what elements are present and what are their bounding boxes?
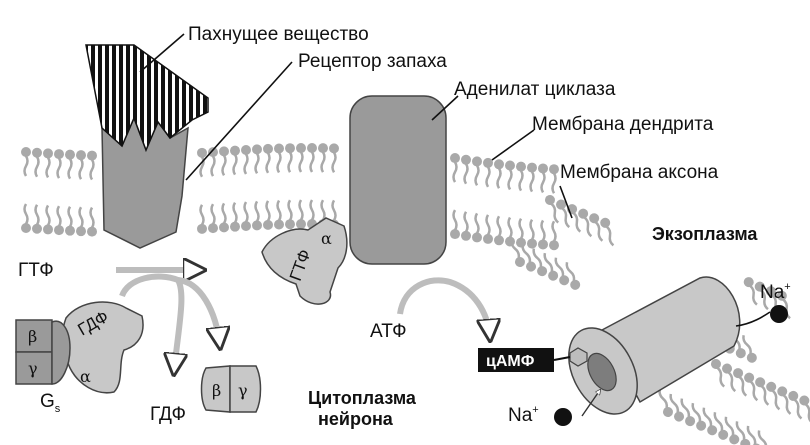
gtp-label: ГТФ (18, 260, 54, 281)
beta-gamma-dimer: β γ (200, 365, 262, 413)
dendrite-membrane-label: Мембрана дендрита (532, 114, 714, 135)
gtp-exchange-arrows (116, 270, 220, 372)
beta-free-label: β (212, 381, 221, 400)
gs-protein: β γ α ГДФ Gs (15, 301, 144, 415)
axon-membrane (510, 195, 810, 445)
atp-to-camp-arrow (397, 277, 490, 338)
adenylate-cyclase (349, 95, 447, 265)
cytoplasm-label-line1: Цитоплазма (308, 388, 417, 408)
gamma-subunit-label: γ (28, 359, 38, 378)
camp-label: цАМФ (486, 353, 535, 370)
cng-channel (568, 276, 771, 417)
gdp-free-label: ГДФ (150, 404, 186, 425)
adenylate-cyclase-label: Аденилат циклаза (454, 79, 616, 100)
beta-subunit-label: β (28, 327, 37, 346)
na-out-label: Na+ (760, 281, 791, 303)
na-ion-inside-icon (554, 408, 572, 426)
atp-label: АТФ (370, 321, 407, 342)
g-alpha-bound: α ГТФ (261, 217, 348, 305)
axon-membrane-label: Мембрана аксона (560, 162, 719, 183)
gs-label: Gs (40, 391, 61, 415)
sodium-ions: Na+ Na+ (508, 281, 791, 426)
na-ion-outside-icon (770, 305, 788, 323)
gamma-free-label: γ (238, 381, 248, 400)
odorant-molecule (85, 44, 209, 153)
camp-binding-site-icon (569, 347, 588, 367)
dendrite-membrane (21, 143, 559, 251)
alpha-subunit-bound-label: α (321, 229, 332, 248)
receptor-label: Рецептор запаха (298, 51, 447, 72)
exoplasm-label: Экзоплазма (652, 224, 758, 244)
odorant-label: Пахнущее вещество (188, 24, 369, 45)
camp-box: цАМФ (478, 348, 571, 372)
alpha-subunit-label: α (80, 367, 91, 386)
na-in-label: Na+ (508, 404, 539, 426)
cytoplasm-label-line2: нейрона (318, 409, 394, 429)
callout-lines (139, 33, 573, 219)
